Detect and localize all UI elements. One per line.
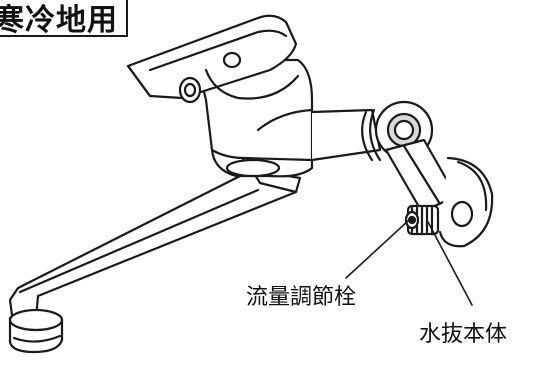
leader-flow-plug: [345, 219, 410, 279]
left-cap: [178, 76, 202, 104]
lever-handle: [126, 14, 300, 100]
drain-plug: [404, 204, 440, 236]
spout: [8, 168, 302, 354]
leader-lines: [345, 219, 473, 306]
leader-drain-body: [427, 221, 473, 306]
label-drain-body: 水抜本体: [419, 322, 508, 347]
diagram-title: 寒冷地用: [0, 3, 118, 37]
wall-flange: [438, 156, 494, 248]
title-box: 寒冷地用: [0, 0, 128, 37]
label-flow-plug: 流量調節栓: [246, 285, 357, 310]
